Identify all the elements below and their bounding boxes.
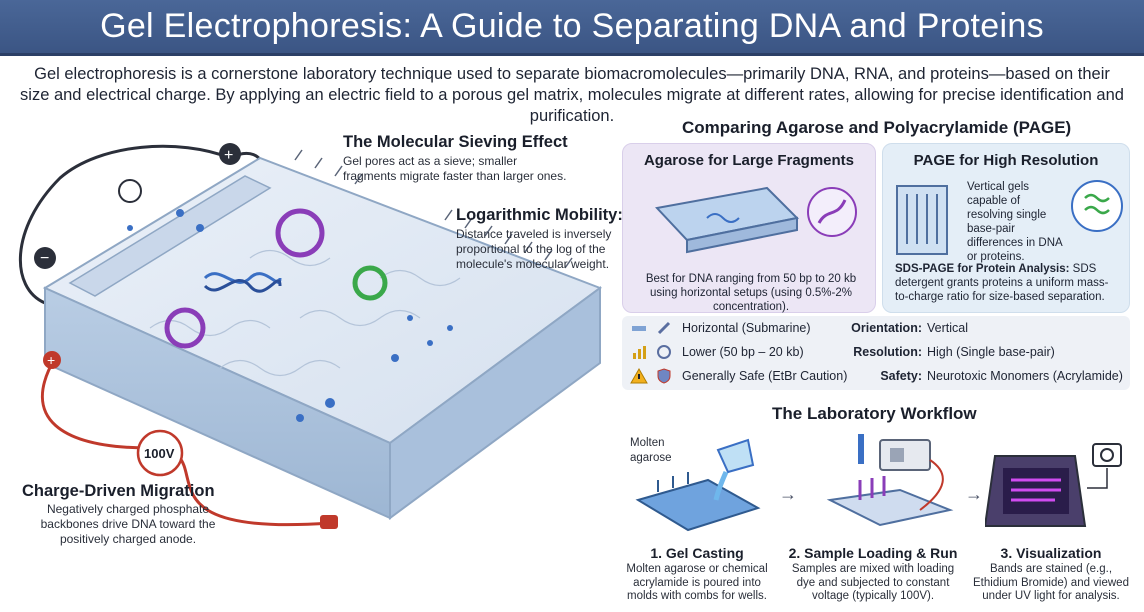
agarose-safety: Generally Safe (EtBr Caution) bbox=[682, 369, 848, 383]
workflow-title: The Laboratory Workflow bbox=[772, 404, 977, 423]
resolution-label: Resolution: bbox=[853, 345, 922, 359]
orientation-label: Orientation: bbox=[851, 321, 922, 335]
agarose-resolution: Lower (50 bp – 20 kb) bbox=[682, 345, 804, 359]
title-banner: Gel Electrophoresis: A Guide to Separati… bbox=[0, 0, 1144, 56]
step-desc: Samples are mixed with loading dye and s… bbox=[791, 563, 955, 602]
sds-page-title: SDS-PAGE for Protein Analysis: bbox=[895, 263, 1070, 275]
intro-paragraph: Gel electrophoresis is a cornerstone lab… bbox=[20, 65, 1124, 125]
horizontal-tray-icon bbox=[632, 326, 646, 331]
step-title: 1. Gel Casting bbox=[650, 545, 744, 561]
arrow-right-icon: → bbox=[965, 484, 983, 504]
comparison-table: Horizontal (Submarine) Orientation: Vert… bbox=[622, 316, 1130, 390]
red-connector bbox=[320, 515, 338, 529]
uv-transilluminator-icon bbox=[985, 443, 1122, 527]
charge-migration-title: Charge-Driven Migration bbox=[22, 482, 215, 500]
green-protein bbox=[352, 265, 388, 301]
pipette-icon bbox=[657, 321, 671, 335]
page-orientation: Vertical bbox=[927, 321, 968, 335]
table-row: Horizontal (Submarine) Orientation: Vert… bbox=[622, 316, 1130, 340]
step-title: 2. Sample Loading & Run bbox=[788, 545, 958, 561]
step-title: 3. Visualization bbox=[1000, 545, 1102, 561]
sds-page-text: SDS detergent grants proteins a uniform … bbox=[895, 263, 1109, 303]
sieving-title: The Molecular Sieving Effect bbox=[343, 133, 568, 151]
gel-illustration: − + + 100V bbox=[0, 118, 620, 612]
agarose-heading: Agarose for Large Fragments bbox=[643, 152, 855, 169]
voltage-badge bbox=[136, 429, 184, 477]
purple-protein-large bbox=[275, 208, 325, 258]
agarose-orientation: Horizontal (Submarine) bbox=[682, 321, 811, 335]
workflow-step-casting: 1. Gel Casting Molten agarose or chemica… bbox=[618, 545, 776, 604]
workflow-step-loading: 2. Sample Loading & Run Samples are mixe… bbox=[788, 545, 958, 604]
comparison-title: Comparing Agarose and Polyacrylamide (PA… bbox=[682, 118, 1072, 137]
charge-migration-text: Negatively charged phosphate backbones d… bbox=[40, 502, 216, 546]
resolution-icon bbox=[657, 345, 671, 359]
anode-sign: + bbox=[224, 147, 233, 164]
red-plug-sign: + bbox=[47, 352, 55, 368]
anode-terminal bbox=[219, 143, 241, 165]
agarose-panel: Agarose for Large Fragments Best for DNA… bbox=[622, 143, 876, 313]
step-desc: Molten agarose or chemical acrylamide is… bbox=[626, 563, 768, 602]
bar-chart-icon bbox=[633, 346, 646, 359]
sieving-text: Gel pores act as a sieve; smaller fragme… bbox=[343, 154, 567, 183]
step-desc: Bands are stained (e.g., Ethidium Bromid… bbox=[973, 563, 1129, 602]
dna-fragments bbox=[127, 209, 453, 422]
gel-right-side bbox=[389, 286, 601, 520]
page-title: Gel Electrophoresis: A Guide to Separati… bbox=[100, 7, 1044, 45]
purple-protein-medium bbox=[164, 307, 206, 349]
molten-agarose-label: Molten agarose bbox=[630, 437, 672, 464]
log-mobility-text: Distance traveled is inversely proportio… bbox=[456, 227, 612, 271]
sds-page-desc: SDS-PAGE for Protein Analysis: SDS deter… bbox=[895, 262, 1121, 304]
table-row: Lower (50 bp – 20 kb) Resolution: High (… bbox=[622, 340, 1130, 364]
page-heading: PAGE for High Resolution bbox=[913, 152, 1099, 169]
protein-structure-icon bbox=[1071, 180, 1123, 232]
page-safety: Neurotoxic Monomers (Acrylamide) bbox=[927, 369, 1123, 383]
vertical-gel-icon bbox=[896, 185, 948, 255]
table-row: Generally Safe (EtBr Caution) Safety: Ne… bbox=[622, 364, 1130, 388]
dna-helix-large bbox=[203, 272, 282, 293]
workflow-step-visualization: 3. Visualization Bands are stained (e.g.… bbox=[968, 545, 1134, 604]
shield-icon bbox=[657, 368, 671, 384]
arrow-right-icon: → bbox=[779, 484, 797, 504]
sample-loading-icon bbox=[826, 434, 954, 527]
voltage-label: 100V bbox=[144, 446, 175, 461]
cathode-sign: − bbox=[40, 250, 49, 267]
agarose-tray-icon bbox=[655, 186, 857, 254]
red-plug-positive bbox=[43, 351, 61, 369]
gel-casting-icon bbox=[635, 438, 761, 532]
power-symbol bbox=[118, 179, 142, 203]
mobility-ruler bbox=[294, 149, 573, 269]
log-mobility-title: Logarithmic Mobility: bbox=[456, 206, 623, 224]
page-resolution: High (Single base-pair) bbox=[927, 345, 1055, 359]
cathode-terminal bbox=[34, 247, 56, 269]
page-desc: Vertical gels capable of resolving singl… bbox=[967, 181, 1063, 263]
negative-wire bbox=[18, 144, 231, 305]
safety-label: Safety: bbox=[880, 369, 922, 383]
warning-icon bbox=[630, 367, 648, 384]
loading-well-strip bbox=[68, 175, 272, 297]
page-panel: PAGE for High Resolution Vertical gels c… bbox=[882, 143, 1130, 313]
gel-tank-svg: − + + 100V bbox=[18, 143, 603, 529]
agarose-desc: Best for DNA ranging from 50 bp to 20 kb… bbox=[645, 273, 857, 313]
